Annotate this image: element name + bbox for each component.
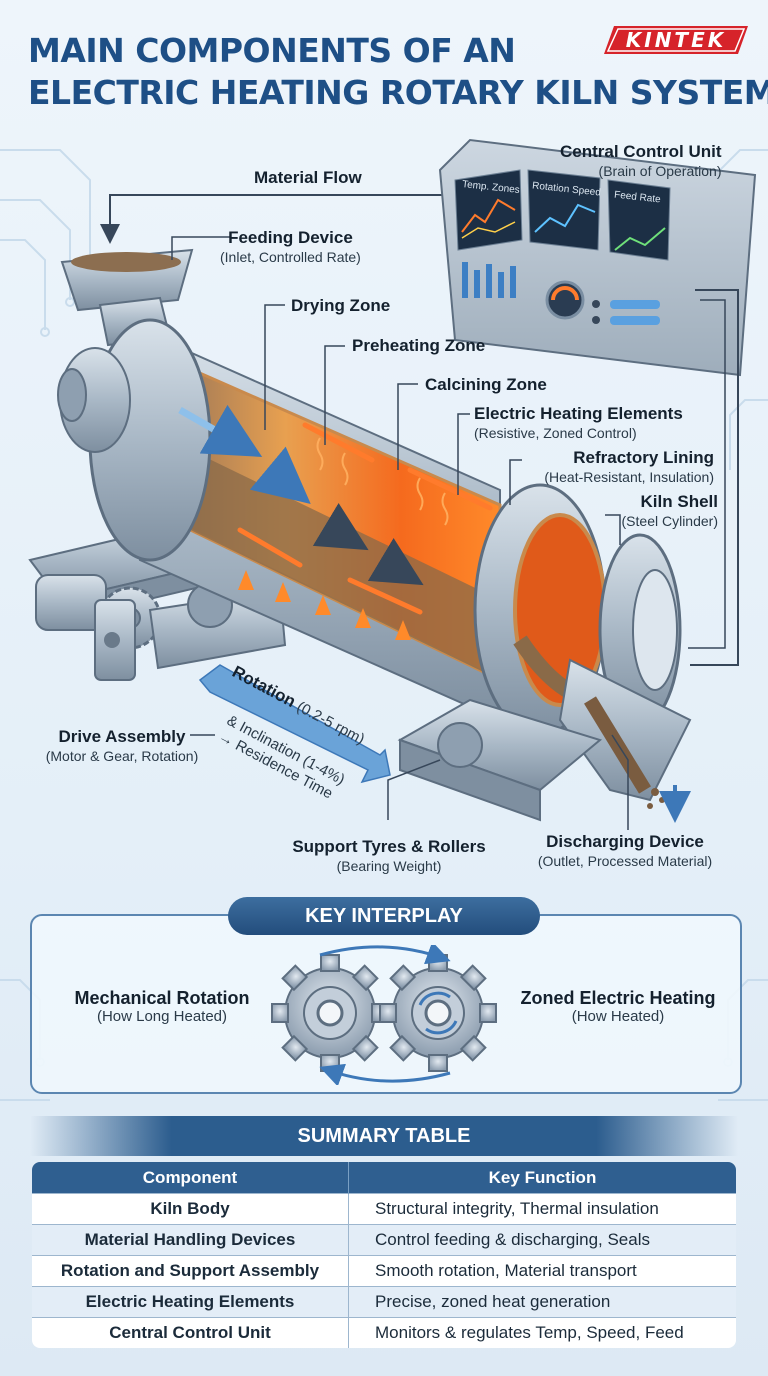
cell-function: Smooth rotation, Material transport [348,1255,736,1287]
label-kiln-shell: Kiln Shell (Steel Cylinder) [621,492,718,529]
interplay-gears [271,945,497,1085]
cell-function: Structural integrity, Thermal insulation [348,1193,736,1225]
material-flow-arrow [100,194,445,244]
rotation-arrow [198,664,391,784]
cell-component: Kiln Body [32,1193,349,1225]
kintek-logo [604,26,748,54]
label-drying-zone: Drying Zone [291,296,391,315]
summary-table: Component Key Function Kiln Body Structu… [30,1160,738,1350]
label-preheating-zone: Preheating Zone [352,336,486,355]
discharge-chute [558,658,692,823]
cell-component: Material Handling Devices [32,1224,349,1256]
header-component: Component [32,1162,349,1194]
interplay-left-label: Mechanical Rotation (How Long Heated) [74,988,250,1025]
cell-function: Control feeding & discharging, Seals [348,1224,736,1256]
kiln-diagram [28,138,757,830]
cell-component: Central Control Unit [32,1317,349,1348]
table-row: Kiln Body Structural integrity, Thermal … [32,1193,736,1225]
kiln-body [57,318,682,737]
right-gear-icon [379,954,497,1072]
key-interplay-title: KEY INTERPLAY [228,897,540,935]
label-refractory-lining: Refractory Lining (Heat-Resistant, Insul… [544,448,714,485]
summary-title: SUMMARY TABLE [297,1125,471,1147]
label-drive-assembly: Drive Assembly (Motor & Gear, Rotation) [45,727,199,764]
label-central-control: Central Control Unit (Brain of Operation… [560,142,722,179]
interplay-right-label: Zoned Electric Heating (How Heated) [520,988,716,1025]
label-discharging-device: Discharging Device (Outlet, Processed Ma… [537,832,713,869]
table-header-row: Component Key Function [32,1162,736,1194]
summary-banner [30,1116,738,1156]
label-heating-elements: Electric Heating Elements (Resistive, Zo… [474,404,683,441]
drive-motor [35,574,162,681]
table-row: Material Handling Devices Control feedin… [32,1224,736,1256]
control-unit [438,138,757,377]
logo-text: KINTEK [625,28,727,52]
page-title: MAIN COMPONENTS OF AN ELECTRIC HEATING R… [28,30,768,114]
label-feeding-device: Feeding Device (Inlet, Controlled Rate) [220,228,361,265]
cell-component: Electric Heating Elements [32,1286,349,1318]
left-gear-icon [271,954,389,1072]
title-line-1: MAIN COMPONENTS OF AN [28,31,516,70]
label-support-tyres: Support Tyres & Rollers (Bearing Weight) [292,837,486,874]
label-material-flow: Material Flow [254,168,362,187]
cell-function: Monitors & regulates Temp, Speed, Feed [348,1317,736,1348]
right-support-roller [397,698,603,822]
title-line-2: ELECTRIC HEATING ROTARY KILN SYSTEM [28,73,768,112]
label-calcining-zone: Calcining Zone [425,375,547,394]
table-row: Rotation and Support Assembly Smooth rot… [32,1255,736,1287]
table-row: Electric Heating Elements Precise, zoned… [32,1286,736,1318]
cell-function: Precise, zoned heat generation [348,1286,736,1318]
table-row: Central Control Unit Monitors & regulate… [32,1317,736,1348]
header-key-function: Key Function [348,1162,736,1194]
cell-component: Rotation and Support Assembly [32,1255,349,1287]
